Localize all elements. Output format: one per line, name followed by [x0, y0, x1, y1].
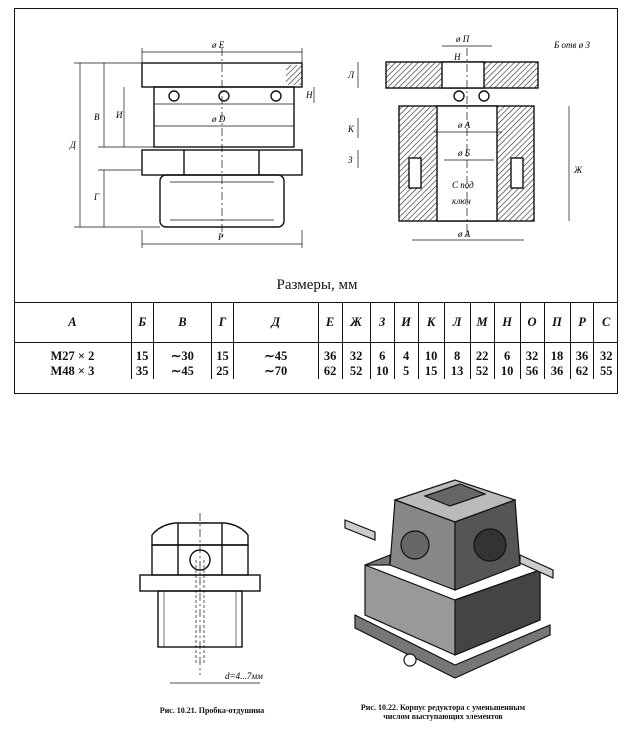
- table-cell: 15: [211, 342, 234, 364]
- table-cell: 4: [393, 342, 419, 364]
- dim-label-i: И: [115, 110, 123, 120]
- sizes-title: Размеры, мм: [276, 277, 358, 293]
- table-cell: 55: [593, 364, 618, 379]
- figure-10-22-caption-line2: числом выступающих элементов: [383, 712, 503, 721]
- table-header: Г: [211, 302, 234, 343]
- table-cell: 35: [130, 364, 154, 379]
- table-header: Ж: [341, 302, 371, 343]
- dim-label-a-bottom: ø A: [457, 229, 471, 239]
- dim-label-b: ø Б: [457, 148, 471, 158]
- dim-label-zh: Ж: [573, 165, 583, 175]
- table-header: П: [543, 302, 571, 343]
- table-cell: 18: [543, 342, 571, 364]
- dim-label-a-top: ø A: [457, 120, 471, 130]
- dim-label-k: К: [347, 124, 355, 134]
- table-cell: 62: [569, 364, 594, 379]
- plug-technical-drawing: ø E ø D ø П ø A ø Б ø A Р Д В Г И Н Л К …: [69, 34, 590, 248]
- table-header: О: [519, 302, 544, 343]
- table-header: К: [417, 302, 445, 343]
- table-cell: 36: [569, 342, 594, 364]
- table-cell: 32: [593, 342, 618, 364]
- table-cell: 15: [130, 342, 154, 364]
- dim-label-hole: Б отв ø 3: [553, 40, 590, 50]
- table-cell: 8: [443, 342, 471, 364]
- dimension-sheet-frame: [14, 8, 618, 394]
- table-header: С: [593, 302, 618, 343]
- table-header: З: [369, 302, 395, 343]
- table-cell: 36: [543, 364, 571, 379]
- dim-label-g: Г: [93, 192, 100, 202]
- figure-10-22-caption-line1: Рис. 10.22. Корпус редуктора с уменьшенн…: [360, 703, 526, 712]
- table-cell: М27 × 2: [50, 349, 95, 363]
- table-header-row: А Б В Г Д Е Ж З И К Л М Н О П Р С: [14, 302, 618, 343]
- breather-plug-drawing: d=4...7мм: [139, 513, 263, 684]
- table-header: Р: [569, 302, 594, 343]
- table-cell: ∼45: [152, 364, 212, 379]
- table-cell: 56: [519, 364, 544, 379]
- table-header: А: [14, 302, 132, 343]
- dim-label-z: З: [348, 155, 353, 165]
- dim-label-v: В: [94, 112, 100, 122]
- dim-label-d: Д: [69, 140, 77, 150]
- figure-10-22-caption: Рис. 10.22. Корпус редуктора с уменьшенн…: [318, 703, 568, 721]
- table-header: И: [393, 302, 419, 343]
- dim-label-e: ø E: [211, 40, 225, 50]
- table-header: Б: [130, 302, 154, 343]
- figure-10-21-caption: Рис. 10.21. Пробка-отдушина: [159, 706, 265, 715]
- dim-label-p: ø П: [455, 34, 470, 44]
- table-cell: 10: [417, 342, 445, 364]
- table-cell: 22: [469, 342, 495, 364]
- tool-label-line2: ключ: [452, 196, 471, 206]
- table-cell: 15: [417, 364, 445, 379]
- table-cell: 52: [341, 364, 371, 379]
- table-cell: ∼45: [232, 342, 319, 364]
- table-cell: 6: [369, 342, 395, 364]
- dim-label-n-right: Н: [453, 52, 461, 62]
- table-cell: 5: [393, 364, 419, 379]
- table-cell: 10: [369, 364, 395, 379]
- table-cell: 62: [317, 364, 343, 379]
- table-header: Л: [443, 302, 471, 343]
- dim-label-r: Р: [217, 232, 224, 242]
- table-header: Н: [493, 302, 521, 343]
- table-cell: 52: [469, 364, 495, 379]
- gearbox-housing-illustration: [344, 479, 554, 679]
- table-header: В: [152, 302, 212, 343]
- table-cell: М48 × 3: [50, 364, 95, 378]
- tool-label-line1: С под: [452, 180, 474, 190]
- table-cell: 32: [341, 342, 371, 364]
- table-cell: 25: [211, 364, 234, 379]
- table-cell: 6: [493, 342, 521, 364]
- table-cell: 10: [493, 364, 521, 379]
- dim-label-l: Л: [347, 70, 355, 80]
- table-header: Е: [317, 302, 343, 343]
- table-cell: ∼70: [232, 364, 319, 379]
- table-cell: 36: [317, 342, 343, 364]
- table-cell: ∼30: [152, 342, 212, 364]
- table-cell: 32: [519, 342, 544, 364]
- table-row: М48 × 3 35 ∼45 25 ∼70 62 52 10 5 15 13 5…: [14, 364, 618, 379]
- dimensions-table: А Б В Г Д Е Ж З И К Л М Н О П Р С М27 × …: [14, 302, 618, 379]
- dim-label-n-left: Н: [305, 90, 313, 100]
- dim-label-o: ø D: [211, 114, 226, 124]
- table-header: Д: [232, 302, 319, 343]
- table-row: М27 × 2 15 ∼30 15 ∼45 36 32 6 4 10 8 22 …: [14, 342, 618, 364]
- table-cell: 13: [443, 364, 471, 379]
- vent-diameter-label: d=4...7мм: [225, 671, 263, 681]
- table-header: М: [469, 302, 495, 343]
